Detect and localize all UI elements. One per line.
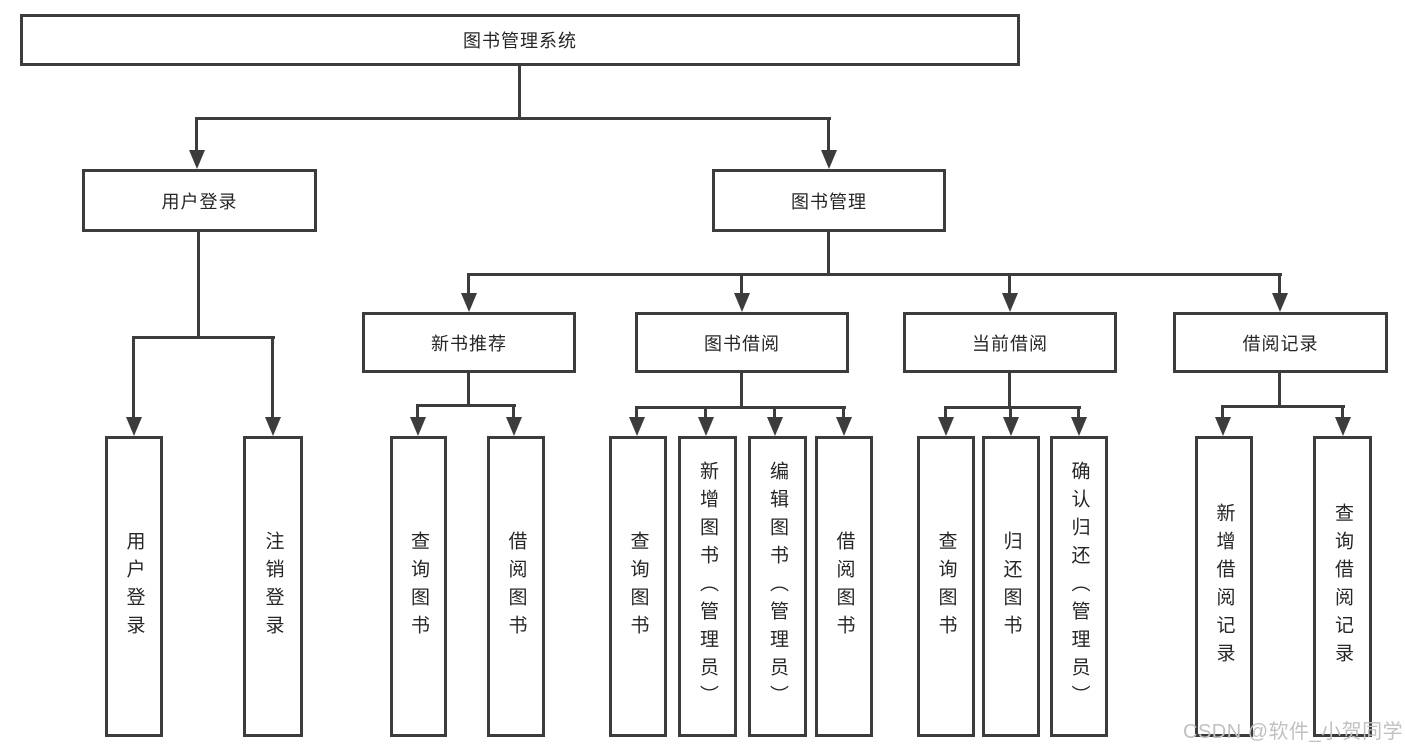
leaf-query-books-borrowing: 查询图书 <box>609 436 667 737</box>
leaf-query-books-recommend: 查询图书 <box>390 436 447 737</box>
connector-line <box>635 406 846 409</box>
connector-arrowhead <box>698 417 714 436</box>
connector-line <box>944 406 1081 409</box>
connector-line <box>271 336 274 422</box>
connector-line <box>773 406 776 422</box>
connector-line <box>1008 273 1011 298</box>
node-label: 新增图书（管理员） <box>697 460 718 713</box>
connector-line <box>842 406 845 422</box>
node-book-management: 图书管理 <box>712 169 946 232</box>
connector-line <box>467 273 470 298</box>
connector-line <box>1278 273 1281 298</box>
connector-line <box>1009 406 1012 422</box>
node-label: 查询图书 <box>408 530 429 643</box>
node-new-book-recommend: 新书推荐 <box>362 312 576 373</box>
leaf-logout: 注销登录 <box>243 436 303 737</box>
node-user-login: 用户登录 <box>82 169 317 232</box>
leaf-return-books: 归还图书 <box>982 436 1040 737</box>
connector-line <box>132 336 275 339</box>
node-label: 编辑图书（管理员） <box>767 460 788 713</box>
connector-line <box>416 404 516 407</box>
connector-arrowhead <box>1071 417 1087 436</box>
leaf-user-login: 用户登录 <box>105 436 163 737</box>
connector-line <box>740 373 743 409</box>
node-label: 新书推荐 <box>431 333 507 354</box>
node-label: 用户登录 <box>123 530 145 643</box>
node-label: 用户登录 <box>161 191 238 212</box>
connector-line <box>1077 406 1080 422</box>
connector-arrowhead <box>767 417 783 436</box>
connector-line <box>467 373 470 407</box>
leaf-query-borrow-record: 查询借阅记录 <box>1313 436 1372 737</box>
node-label: 查询图书 <box>935 530 957 643</box>
node-library-management-system: 图书管理系统 <box>20 14 1020 66</box>
node-label: 归还图书 <box>1000 530 1022 643</box>
connector-line <box>944 406 947 422</box>
leaf-edit-books-admin: 编辑图书（管理员） <box>748 436 807 737</box>
leaf-confirm-return-admin: 确认归还（管理员） <box>1050 436 1108 737</box>
leaf-borrow-books-recommend: 借阅图书 <box>487 436 545 737</box>
connector-arrowhead <box>189 150 205 169</box>
connector-arrowhead <box>1003 417 1019 436</box>
leaf-borrow-books: 借阅图书 <box>815 436 873 737</box>
connector-arrowhead <box>1272 293 1288 312</box>
connector-arrowhead <box>126 417 142 436</box>
connector-arrowhead <box>629 417 645 436</box>
connector-line <box>1221 405 1224 422</box>
connector-arrowhead <box>821 150 837 169</box>
connector-arrowhead <box>461 293 477 312</box>
connector-line <box>518 64 521 119</box>
connector-line <box>704 406 707 422</box>
node-label: 图书管理 <box>791 191 867 212</box>
connector-line <box>197 232 200 339</box>
csdn-watermark: CSDN @软件_小贺同学 <box>1183 721 1404 743</box>
node-label: 借阅记录 <box>1242 333 1319 354</box>
connector-arrowhead <box>1215 417 1231 436</box>
connector-line <box>195 117 198 155</box>
leaf-query-books-current: 查询图书 <box>917 436 975 737</box>
node-label: 借阅图书 <box>505 530 527 643</box>
connector-arrowhead <box>1335 417 1351 436</box>
connector-line <box>740 273 743 298</box>
connector-line <box>132 336 135 422</box>
connector-line <box>827 232 830 276</box>
connector-line <box>827 117 830 155</box>
node-label: 图书借阅 <box>704 333 780 354</box>
node-label: 当前借阅 <box>972 333 1048 354</box>
connector-arrowhead <box>265 417 281 436</box>
connector-line <box>512 404 515 422</box>
connector-line <box>635 406 638 422</box>
connector-line <box>1341 405 1344 422</box>
node-borrowing-records: 借阅记录 <box>1173 312 1388 373</box>
connector-arrowhead <box>506 417 522 436</box>
connector-line <box>416 404 419 422</box>
connector-line <box>1008 373 1011 409</box>
connector-line <box>1278 373 1281 408</box>
leaf-add-books-admin: 新增图书（管理员） <box>678 436 737 737</box>
connector-arrowhead <box>938 417 954 436</box>
node-label: 查询借阅记录 <box>1332 502 1353 671</box>
leaf-add-borrow-record: 新增借阅记录 <box>1195 436 1253 737</box>
connector-line <box>1221 405 1345 408</box>
node-label: 借阅图书 <box>833 530 855 643</box>
connector-line <box>195 117 831 120</box>
node-label: 图书管理系统 <box>463 31 577 51</box>
node-label: 注销登录 <box>262 530 284 643</box>
connector-arrowhead <box>734 293 750 312</box>
node-label: 确认归还（管理员） <box>1068 460 1090 713</box>
node-label: 新增借阅记录 <box>1213 502 1235 671</box>
node-book-borrowing: 图书借阅 <box>635 312 849 373</box>
connector-line <box>467 273 1282 276</box>
connector-arrowhead <box>836 417 852 436</box>
node-current-borrowing: 当前借阅 <box>903 312 1117 373</box>
connector-arrowhead <box>1002 293 1018 312</box>
node-label: 查询图书 <box>627 530 649 643</box>
connector-arrowhead <box>410 417 426 436</box>
